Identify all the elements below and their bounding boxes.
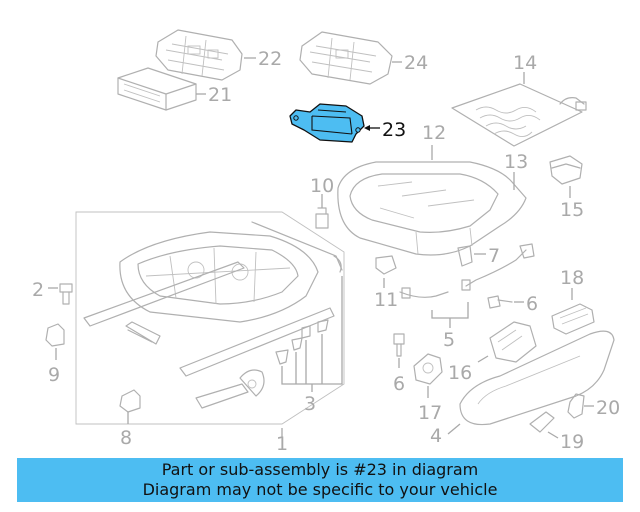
part-21-box[interactable]: [117, 67, 197, 111]
callout-11: 11: [374, 289, 398, 311]
callout-16: 16: [448, 362, 472, 384]
callout-13: 13: [504, 151, 528, 173]
info-banner: Part or sub-assembly is #23 in diagram D…: [17, 458, 623, 502]
banner-line-1: Part or sub-assembly is #23 in diagram: [161, 460, 479, 479]
part-15-sensor[interactable]: [549, 155, 583, 185]
banner-line-2: Diagram may not be specific to your vehi…: [142, 480, 498, 499]
callout-19: 19: [560, 431, 584, 453]
callout-15: 15: [560, 199, 584, 221]
callout-8: 8: [120, 427, 132, 449]
callout-20: 20: [596, 397, 620, 419]
callout-7: 7: [488, 245, 500, 267]
callout-24: 24: [404, 52, 428, 74]
part-20-knob[interactable]: [567, 393, 585, 419]
parts-diagram: 22 21 24 14 23 12 13: [32, 29, 620, 455]
part-10-clip[interactable]: [315, 207, 329, 229]
part-12-seat-cushion[interactable]: [337, 161, 527, 256]
callout-10: 10: [310, 175, 334, 197]
part-4-side-trim[interactable]: [459, 330, 615, 426]
callout-5: 5: [443, 329, 455, 351]
callout-12: 12: [422, 122, 446, 144]
callout-6-upper: 6: [526, 293, 538, 315]
part-6-bolt-upper[interactable]: [487, 295, 513, 309]
callout-9: 9: [48, 364, 60, 386]
callout-1: 1: [276, 433, 288, 455]
part-1-seat-frame[interactable]: [75, 211, 345, 425]
part-5-wiring[interactable]: [399, 243, 535, 299]
callout-4: 4: [430, 425, 442, 447]
part-2-bolt[interactable]: [59, 283, 73, 305]
part-9-clip[interactable]: [45, 323, 65, 347]
part-7-connector[interactable]: [457, 245, 473, 267]
part-22-module[interactable]: [155, 29, 243, 81]
part-11-connector[interactable]: [375, 255, 397, 275]
callout-17: 17: [418, 402, 442, 424]
callout-3: 3: [304, 393, 316, 415]
part-8-clip[interactable]: [119, 389, 141, 413]
callout-14: 14: [513, 52, 537, 74]
part-17-pump[interactable]: [413, 353, 443, 385]
part-19-knob[interactable]: [529, 411, 555, 433]
part-3-bolts[interactable]: [275, 319, 329, 365]
callout-2: 2: [32, 279, 44, 301]
part-18-switch[interactable]: [551, 303, 595, 335]
callout-22: 22: [258, 48, 282, 70]
part-23-module[interactable]: [289, 103, 365, 143]
callout-23: 23: [382, 119, 406, 141]
callout-18: 18: [560, 267, 584, 289]
part-14-heater-mat[interactable]: [451, 83, 587, 147]
part-6-bolt-lower[interactable]: [393, 333, 405, 357]
callout-6-lower: 6: [393, 373, 405, 395]
callout-21: 21: [208, 84, 232, 106]
part-16-motor[interactable]: [489, 321, 537, 363]
part-24-module[interactable]: [299, 31, 393, 85]
